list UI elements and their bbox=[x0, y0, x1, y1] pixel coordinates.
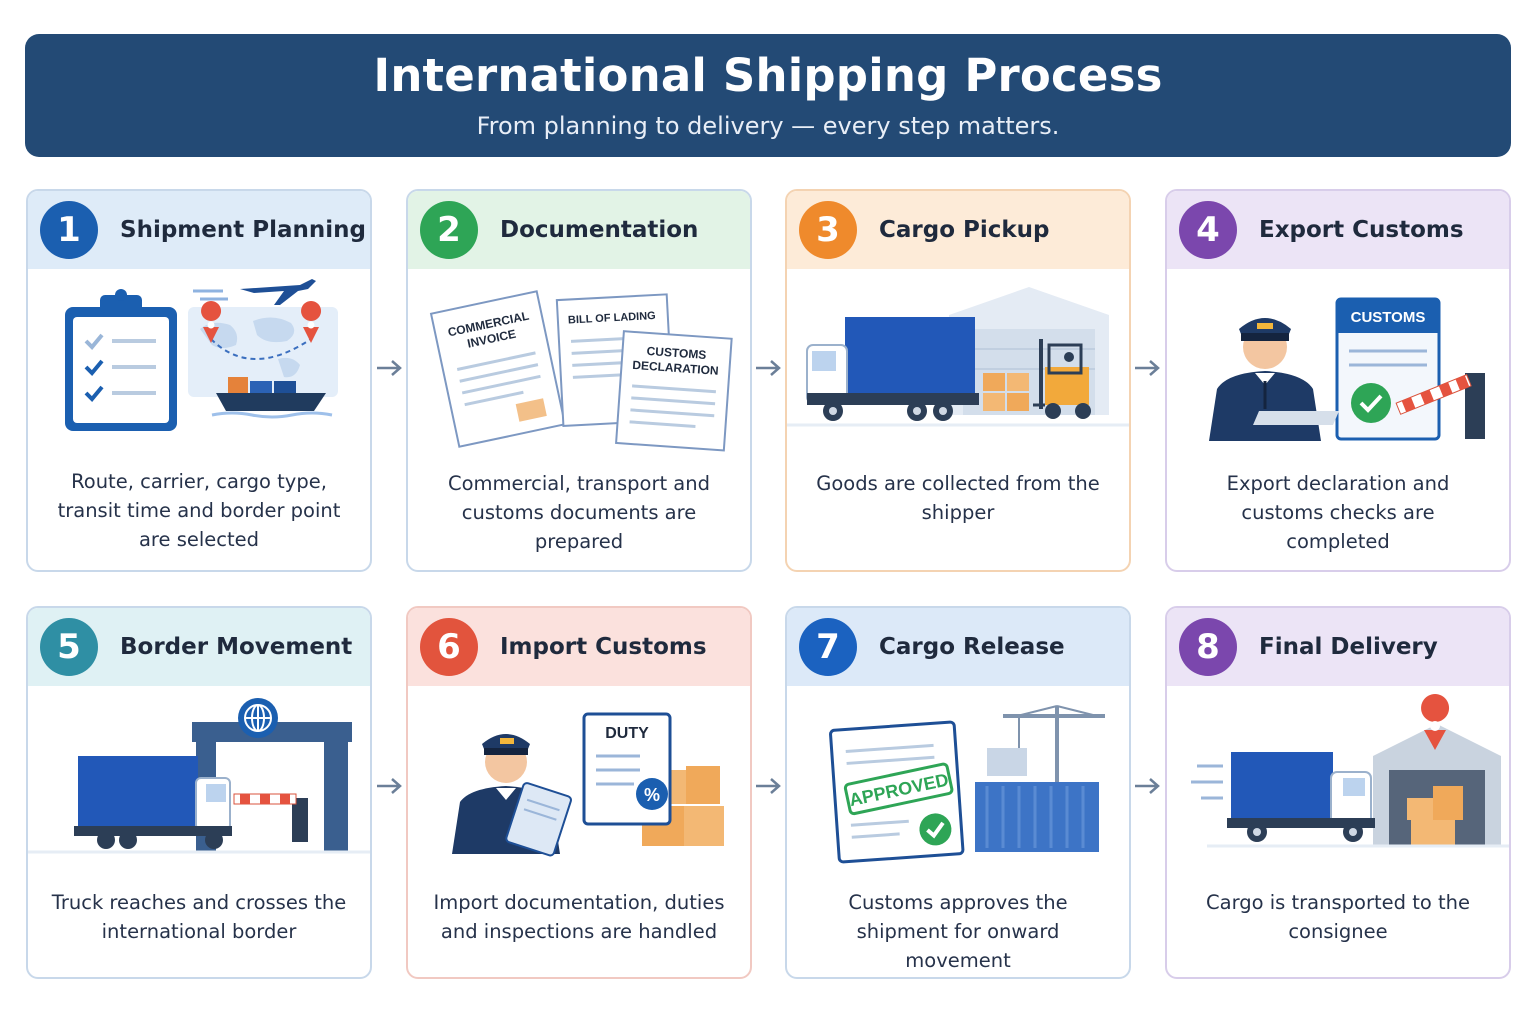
border-gate-truck-icon bbox=[28, 686, 370, 876]
step-card-3: 3 Cargo Pickup bbox=[785, 189, 1131, 572]
customs-label-1: CUSTOMS bbox=[646, 344, 707, 362]
step-description: Truck reaches and crosses the internatio… bbox=[51, 891, 347, 943]
step-card-6: 6 Import Customs DUTY % bbox=[406, 606, 752, 979]
step-card-4: 4 Export Customs CUSTOMS bbox=[1165, 189, 1511, 572]
step-number-badge: 2 bbox=[420, 201, 478, 259]
step-title: Import Customs bbox=[500, 634, 707, 660]
arrow-right-icon bbox=[756, 360, 781, 376]
step-header: 6 Import Customs bbox=[408, 608, 750, 686]
step-card-7: 7 Cargo Release bbox=[785, 606, 1131, 979]
customs-board-label: CUSTOMS bbox=[1351, 309, 1426, 326]
step-title: Cargo Pickup bbox=[879, 217, 1050, 243]
arrow-right-icon bbox=[1135, 360, 1160, 376]
step-number-badge: 7 bbox=[799, 618, 857, 676]
delivery-truck-warehouse-icon bbox=[1167, 686, 1509, 876]
step-description: Goods are collected from the shipper bbox=[816, 472, 1100, 524]
step-title: Shipment Planning bbox=[120, 217, 366, 243]
step-number-badge: 3 bbox=[799, 201, 857, 259]
step-header: 1 Shipment Planning bbox=[28, 191, 370, 269]
step-title: Cargo Release bbox=[879, 634, 1065, 660]
step-description: Import documentation, duties and inspect… bbox=[433, 891, 725, 943]
step-title: Documentation bbox=[500, 217, 699, 243]
step-number-badge: 1 bbox=[40, 201, 98, 259]
percent-label: % bbox=[644, 785, 660, 805]
step-number-badge: 5 bbox=[40, 618, 98, 676]
arrow-right-icon bbox=[756, 778, 781, 794]
documents-icon: COMMERCIAL INVOICE BILL OF LADING C bbox=[408, 269, 750, 459]
clipboard-map-plane-ship-icon bbox=[28, 269, 370, 459]
step-title: Final Delivery bbox=[1259, 634, 1438, 660]
step-card-8: 8 Final Delivery Carg bbox=[1165, 606, 1511, 979]
step-title: Border Movement bbox=[120, 634, 353, 660]
step-description: Customs approves the shipment for onward… bbox=[848, 891, 1068, 972]
step-header: 5 Border Movement bbox=[28, 608, 370, 686]
arrow-right-icon bbox=[377, 360, 402, 376]
step-description: Cargo is transported to the consignee bbox=[1206, 891, 1470, 943]
step-title: Export Customs bbox=[1259, 217, 1464, 243]
approved-stamp-port-icon: APPROVED bbox=[787, 686, 1129, 876]
step-description: Commercial, transport and customs docume… bbox=[447, 472, 710, 553]
bill-label: BILL OF LADING bbox=[568, 310, 656, 327]
customs-label-2: DECLARATION bbox=[632, 358, 719, 378]
header-banner: International Shipping Process From plan… bbox=[25, 34, 1511, 157]
duty-label: DUTY bbox=[605, 725, 649, 742]
step-number-badge: 4 bbox=[1179, 201, 1237, 259]
arrow-right-icon bbox=[377, 778, 402, 794]
step-description: Export declaration and customs checks ar… bbox=[1226, 472, 1450, 553]
step-header: 2 Documentation bbox=[408, 191, 750, 269]
arrow-right-icon bbox=[1135, 778, 1160, 794]
step-header: 7 Cargo Release bbox=[787, 608, 1129, 686]
step-card-2: 2 Documentation COMMERCIAL INVOICE BILL … bbox=[406, 189, 752, 572]
step-card-5: 5 Border Movement bbox=[26, 606, 372, 979]
step-description: Route, carrier, cargo type, transit time… bbox=[57, 470, 341, 551]
customs-officer-icon: CUSTOMS bbox=[1167, 269, 1509, 459]
page-title: International Shipping Process bbox=[373, 48, 1163, 102]
step-header: 4 Export Customs bbox=[1167, 191, 1509, 269]
step-header: 3 Cargo Pickup bbox=[787, 191, 1129, 269]
step-number-badge: 6 bbox=[420, 618, 478, 676]
truck-warehouse-forklift-icon bbox=[787, 269, 1129, 459]
step-header: 8 Final Delivery bbox=[1167, 608, 1509, 686]
step-card-1: 1 Shipment Planning bbox=[26, 189, 372, 572]
page-subtitle: From planning to delivery — every step m… bbox=[476, 112, 1060, 141]
step-number-badge: 8 bbox=[1179, 618, 1237, 676]
officer-duty-icon: DUTY % bbox=[408, 686, 750, 876]
